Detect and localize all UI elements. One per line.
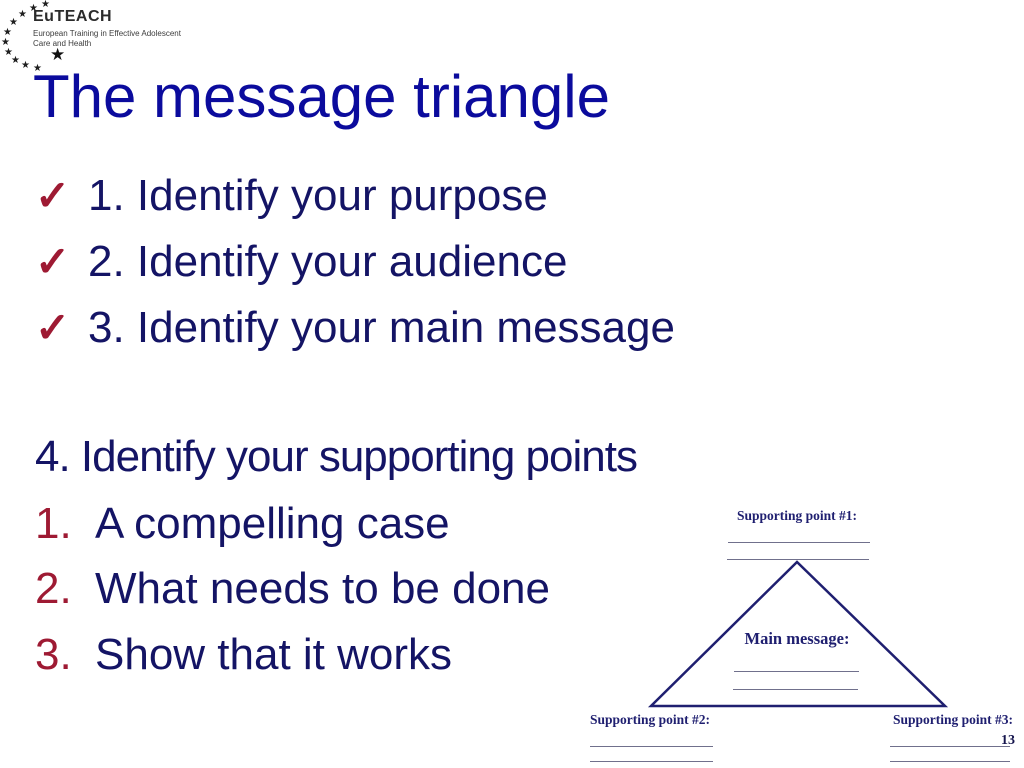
- checklist-item: ✓ 3. Identify your main message: [35, 306, 675, 350]
- euteach-logo: ★ ★ ★ ★ ★ ★ ★ ★ ★ ★ ★ EuTEACH European T…: [0, 0, 220, 80]
- logo-subtitle-line2: Care and Health: [33, 39, 92, 48]
- eu-star-icon: ★: [3, 27, 12, 38]
- fill-in-line: [890, 761, 1010, 762]
- eu-star-icon: ★: [21, 60, 30, 71]
- checklist-item: ✓ 1. Identify your purpose: [35, 174, 548, 218]
- main-message-label: Main message:: [744, 629, 850, 648]
- numbered-item: 2. What needs to be done: [35, 567, 550, 611]
- numbered-item: 1. A compelling case: [35, 502, 450, 546]
- eu-star-icon: ★: [4, 47, 13, 58]
- eu-star-icon: ★: [1, 37, 10, 48]
- fill-in-line: [890, 746, 1010, 747]
- fill-in-line: [728, 542, 870, 543]
- logo-title: EuTEACH: [33, 8, 113, 25]
- triangle-shape: [647, 560, 949, 708]
- supporting-point-2-label: Supporting point #2:: [590, 712, 711, 727]
- eu-star-icon: ★: [29, 3, 38, 14]
- supporting-point-3-label: Supporting point #3:: [892, 712, 1013, 727]
- supporting-point-1-label: Supporting point #1:: [736, 508, 858, 523]
- supporting-points-heading: 4. Identify your supporting points: [35, 432, 638, 481]
- message-triangle-diagram: Supporting point #1: Main message: Suppo…: [570, 495, 1024, 767]
- fill-in-line: [733, 689, 858, 690]
- numbered-item-text: A compelling case: [95, 499, 450, 548]
- numbered-item-text: What needs to be done: [95, 564, 550, 613]
- eu-star-icon: ★: [11, 55, 20, 66]
- checkmark-icon: ✓: [35, 304, 71, 351]
- logo-subtitle-line1: European Training in Effective Adolescen…: [33, 29, 181, 38]
- fill-in-line: [590, 746, 713, 747]
- checklist-item-text: 2. Identify your audience: [88, 237, 568, 286]
- eu-star-icon: ★: [41, 0, 50, 10]
- slide-title: The message triangle: [33, 63, 610, 130]
- page-number: 13: [1001, 733, 1015, 748]
- eu-star-icon: ★: [9, 17, 18, 28]
- fill-in-line: [727, 559, 869, 560]
- numbered-item-number: 1.: [35, 499, 72, 548]
- eu-star-icon: ★: [50, 45, 66, 64]
- checklist-item-text: 3. Identify your main message: [88, 303, 675, 352]
- numbered-item-number: 3.: [35, 630, 72, 679]
- eu-star-icon: ★: [18, 9, 27, 20]
- logo-subtitle: European Training in Effective Adolescen…: [33, 29, 181, 49]
- checkmark-icon: ✓: [35, 238, 71, 285]
- fill-in-line: [590, 761, 713, 762]
- numbered-item: 3. Show that it works: [35, 633, 452, 677]
- checklist-item: ✓ 2. Identify your audience: [35, 240, 567, 284]
- numbered-item-text: Show that it works: [95, 630, 453, 679]
- fill-in-line: [734, 671, 859, 672]
- eu-star-icon: ★: [33, 63, 42, 74]
- numbered-item-number: 2.: [35, 564, 72, 613]
- checklist-item-text: 1. Identify your purpose: [88, 171, 548, 220]
- checkmark-icon: ✓: [35, 172, 71, 219]
